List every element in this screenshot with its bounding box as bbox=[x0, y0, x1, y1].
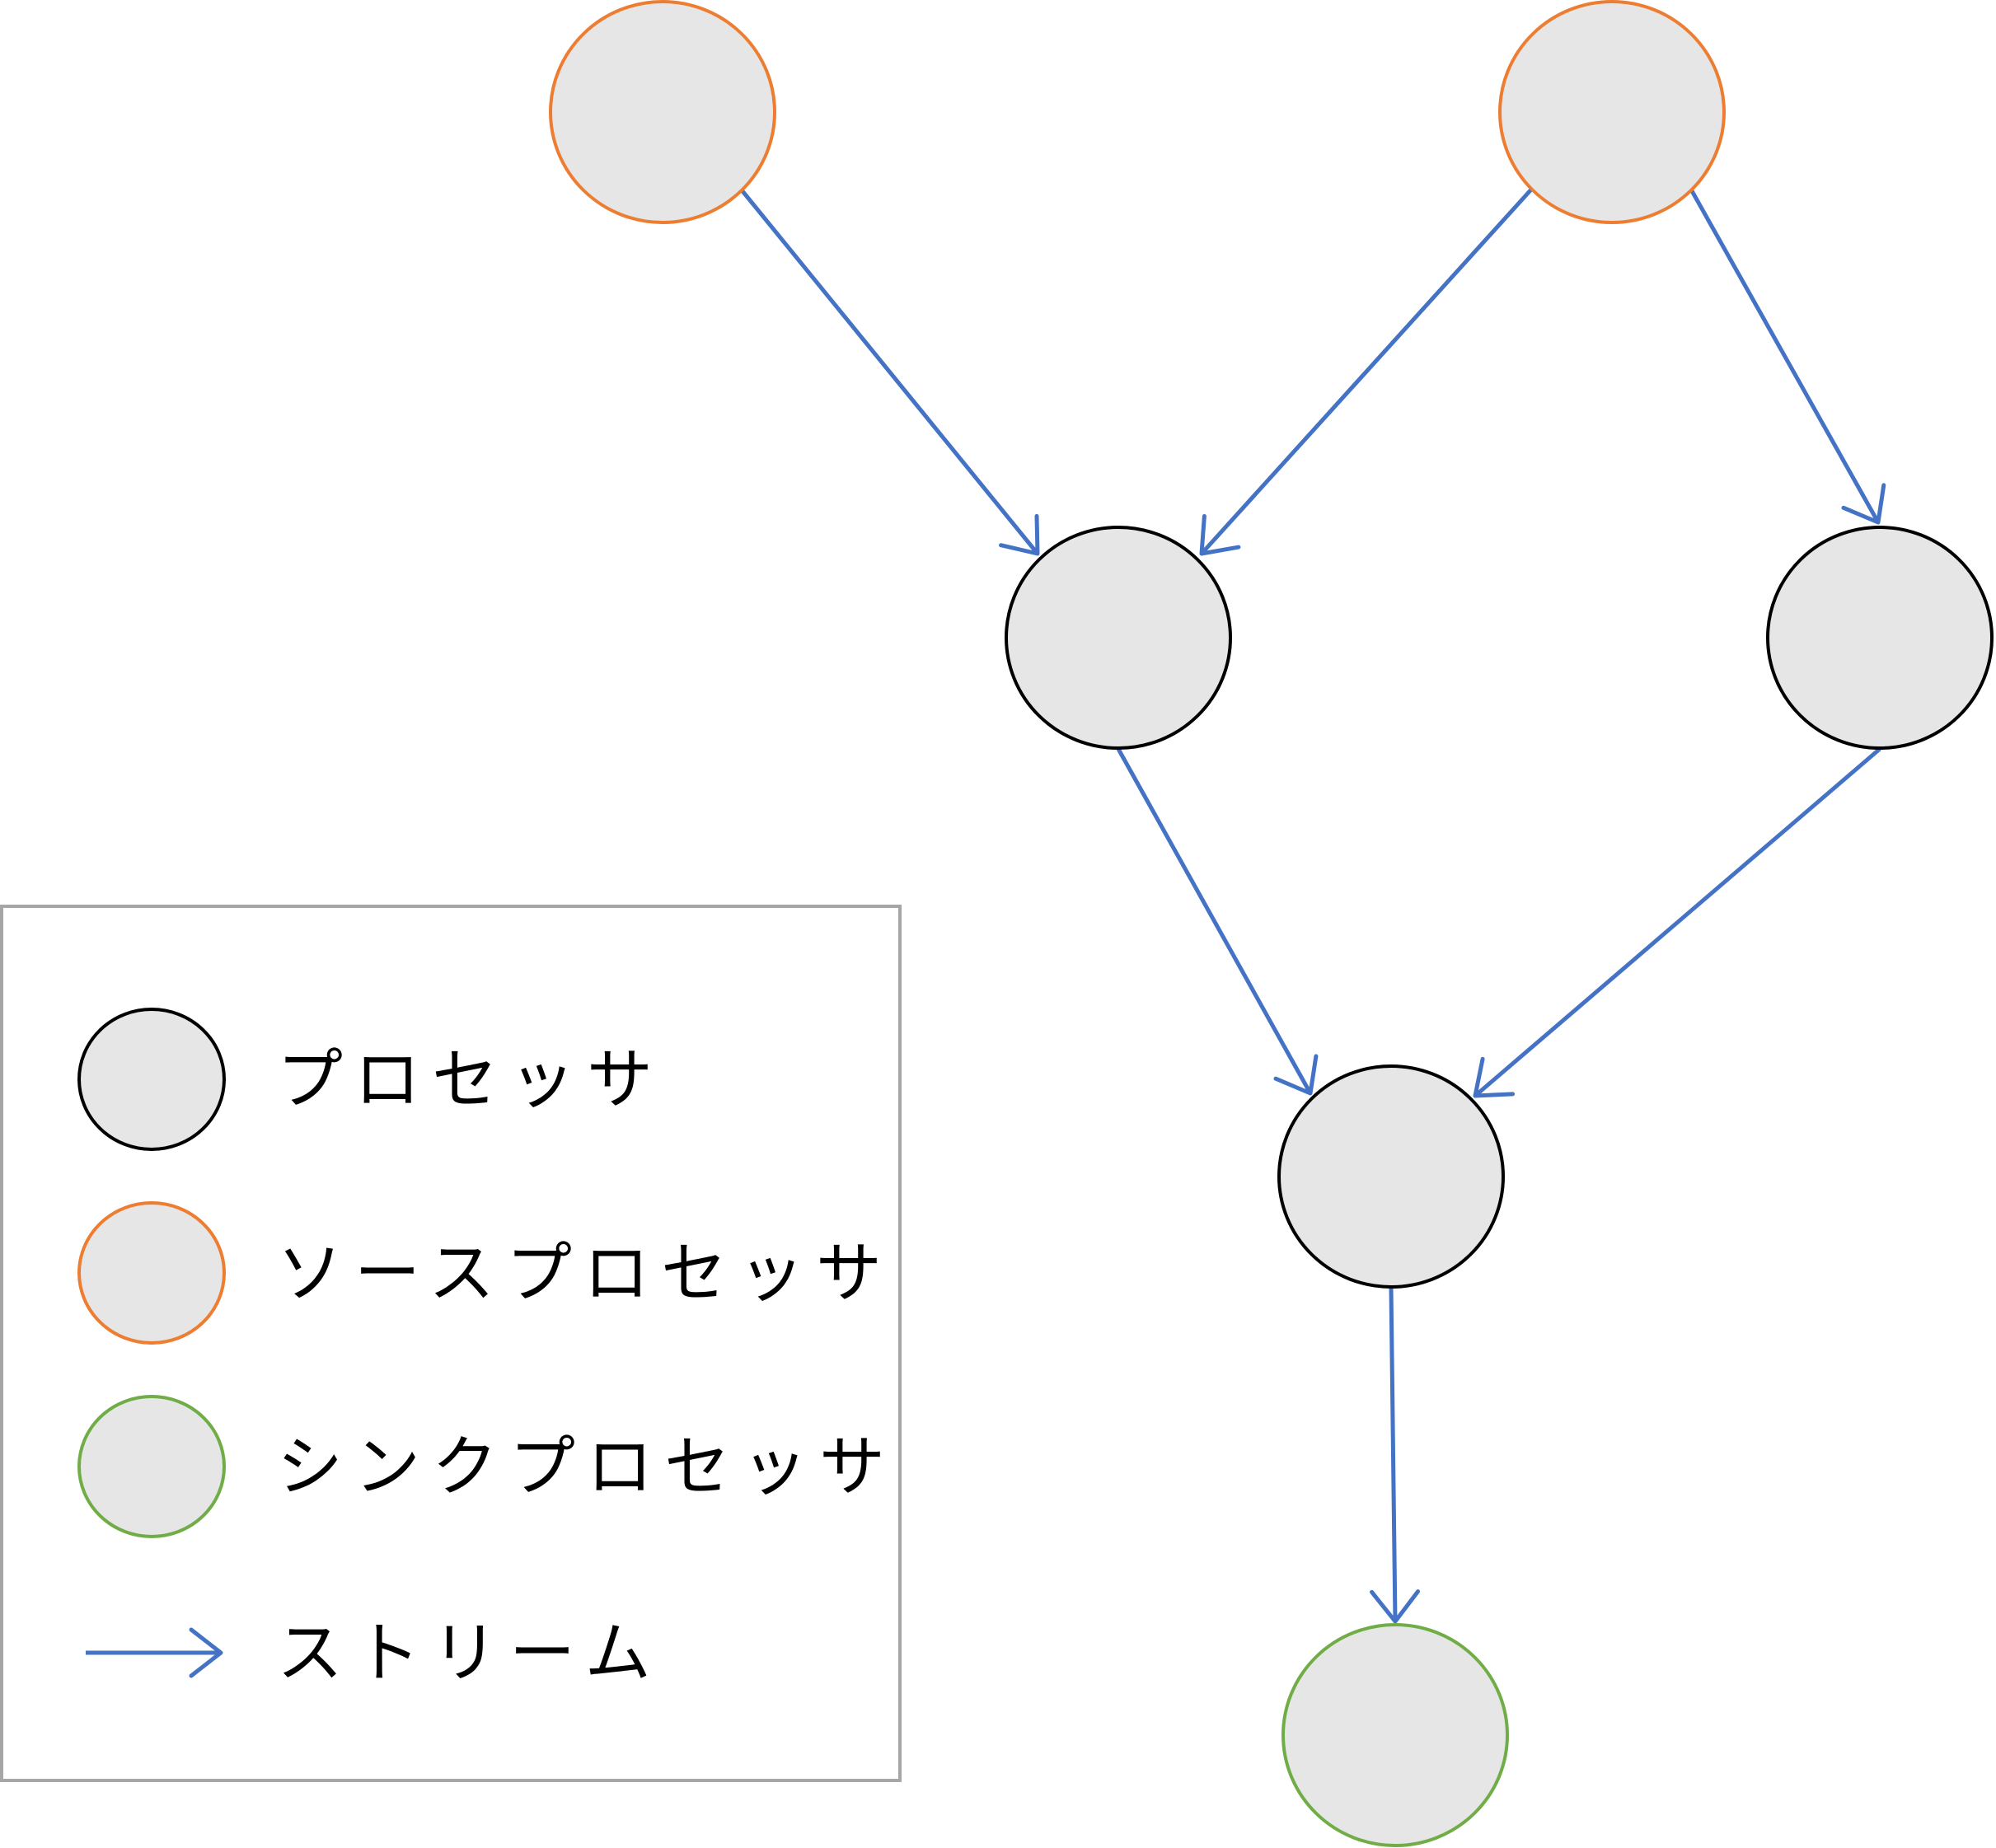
source-node-1 bbox=[549, 0, 776, 224]
stream-arrow-source2-to-processor1 bbox=[1199, 188, 1533, 556]
legend-source-swatch bbox=[77, 1201, 226, 1345]
processor-node-3 bbox=[1277, 1064, 1505, 1289]
legend-sink-swatch bbox=[77, 1395, 226, 1538]
legend-processor-label: プロセッサ bbox=[277, 1041, 664, 1118]
processor-node-1 bbox=[1005, 526, 1232, 750]
stream-arrow-source2-to-processor2 bbox=[1689, 188, 1886, 525]
processor-node-2 bbox=[1766, 526, 1994, 750]
legend: プロセッサ ソースプロセッサ シンクプロセッサ ストリーム bbox=[0, 905, 902, 1782]
legend-processor-swatch bbox=[77, 1008, 226, 1151]
stream-edges bbox=[741, 188, 1886, 1624]
legend-stream-label: ストリーム bbox=[277, 1615, 663, 1691]
source-node-2 bbox=[1498, 0, 1726, 224]
stream-arrow-processor2-to-processor3 bbox=[1473, 747, 1881, 1098]
nodes bbox=[549, 0, 1994, 1847]
sink-node-1 bbox=[1281, 1623, 1509, 1847]
stream-arrow-processor1-to-processor3 bbox=[1116, 747, 1319, 1096]
legend-source-label: ソースプロセッサ bbox=[277, 1235, 893, 1312]
legend-sink-label: シンクプロセッサ bbox=[277, 1429, 897, 1505]
stream-arrow-source1-to-processor1 bbox=[741, 189, 1040, 556]
stream-arrow-processor3-to-sink1 bbox=[1370, 1287, 1421, 1624]
